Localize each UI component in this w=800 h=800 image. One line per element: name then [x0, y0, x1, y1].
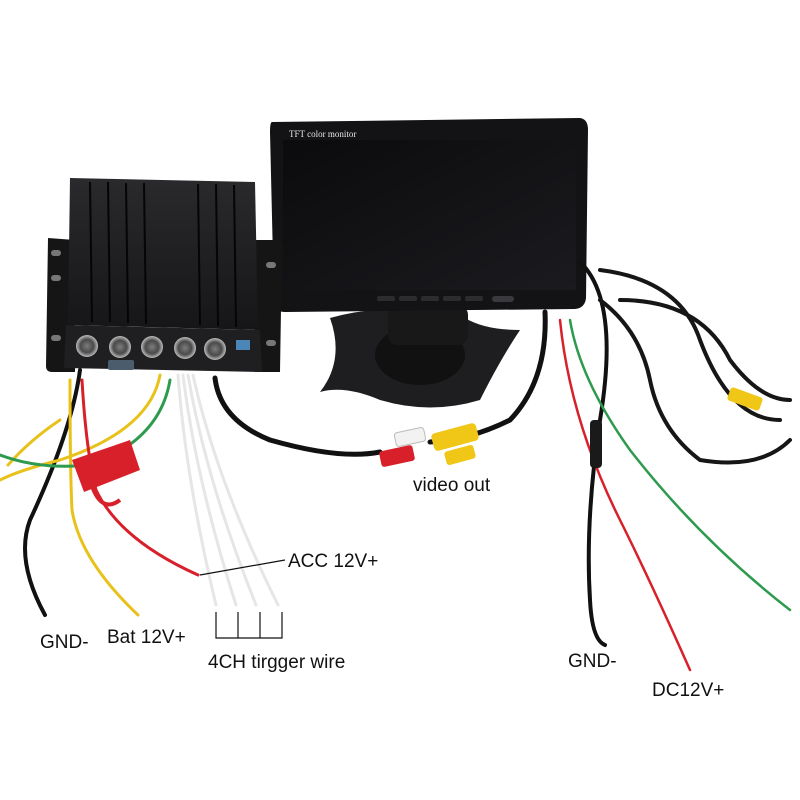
video-out-label: video out	[413, 475, 491, 496]
monitor-button	[465, 296, 483, 301]
trigger-wire-2	[181, 373, 238, 607]
connector-port	[141, 336, 163, 358]
acc-12v-label: ACC 12V+	[288, 551, 379, 572]
trigger-wire-3	[186, 373, 258, 607]
yellow-wire-short	[6, 418, 62, 467]
rca-plug-red	[379, 445, 415, 467]
gnd-right-label: GND-	[568, 651, 617, 672]
monitor-power-cable	[578, 260, 609, 647]
dc-12v-label: DC12V+	[652, 680, 725, 701]
monitor-screen	[283, 140, 576, 290]
inline-fuse-right	[590, 420, 602, 468]
gnd-left-label: GND-	[40, 632, 89, 653]
monitor-buttons	[377, 296, 514, 302]
monitor-button	[443, 296, 461, 301]
bat-12v-wire	[68, 378, 140, 617]
mobile-dvr-box	[64, 178, 262, 372]
connector-port	[204, 338, 226, 360]
acc-12v-wire	[80, 378, 200, 577]
connector-port	[109, 336, 131, 358]
connector-port	[76, 335, 98, 357]
rca-plug-yellow-right	[727, 387, 763, 411]
monitor-button	[421, 296, 439, 301]
rca-plug-yellow	[431, 423, 479, 451]
fuse-holder	[72, 440, 140, 507]
camera-input-connectors	[76, 335, 226, 360]
monitor-power-button	[492, 296, 514, 302]
monitor-stand	[320, 305, 520, 408]
rca-connectors	[379, 387, 763, 467]
monitor-coiled-cable	[598, 268, 792, 465]
monitor-brand-text: TFT color monitor	[289, 129, 356, 139]
monitor-button	[377, 296, 395, 301]
green-wire-right	[568, 318, 792, 612]
rca-plug-white	[393, 427, 427, 447]
gnd-wire-left	[23, 368, 82, 617]
trigger-wire-1	[176, 373, 218, 607]
connector-port	[174, 337, 196, 359]
vga-port	[108, 360, 134, 370]
trigger-wire-label: 4CH tirgger wire	[208, 652, 346, 673]
bat-12v-label: Bat 12V+	[107, 627, 186, 648]
video-cable	[212, 375, 383, 457]
trigger-wire-4	[191, 373, 280, 607]
status-led-panel	[236, 340, 250, 350]
dc-12v-wire	[558, 318, 692, 672]
tft-monitor: TFT color monitor	[270, 118, 588, 312]
monitor-button	[399, 296, 417, 301]
trigger-bracket	[215, 612, 283, 639]
rca-plug-yellow-2	[444, 445, 476, 465]
acc-leader-line	[199, 559, 286, 576]
heatsink-fins	[89, 181, 237, 328]
yellow-wire-mid	[0, 373, 162, 482]
